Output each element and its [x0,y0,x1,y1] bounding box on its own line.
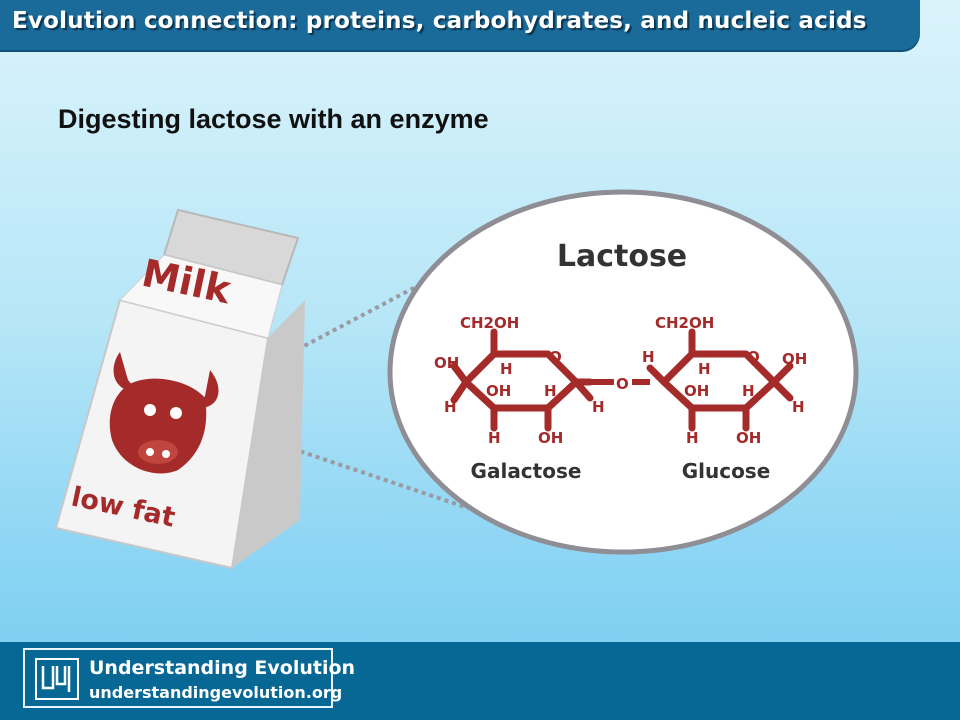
logo-box: Understanding Evolution understandingevo… [23,648,355,708]
glu-h-right-label: H [792,398,805,416]
glu-ring-o-label: O [747,348,760,366]
slide-subtitle: Digesting lactose with an enzyme [58,104,489,134]
glu-ch2oh-label: CH2OH [655,314,714,332]
connector-lower [254,434,469,510]
glu-oh-bottom-label: OH [736,429,761,447]
gal-h-right-label: H [592,398,605,416]
glucose-label: Glucose [682,459,771,483]
gal-h-inner-label: H [544,382,557,400]
molecule-name: Lactose [557,239,687,274]
glycosidic-o-label: O [616,375,629,393]
gal-oh-bottom-label: OH [538,429,563,447]
gal-h-upper-label: H [500,360,513,378]
glucose-ring [646,328,794,432]
footer-url: understandingevolution.org [89,683,343,702]
milk-carton: Milk low fat [54,208,305,570]
cow-icon [109,352,219,474]
gal-h-left-label: H [444,398,457,416]
glu-oh-inner-label: OH [684,382,709,400]
galactose-label: Galactose [471,459,582,483]
glu-h-bottom-label: H [686,429,699,447]
footer: Understanding Evolution understandingevo… [0,642,960,720]
gal-ring-o-label: O [549,348,562,366]
glu-h-inner-label: H [742,382,755,400]
title-bar: Evolution connection: proteins, carbohyd… [0,0,920,50]
carton-shoulder [119,254,283,339]
magnifier-bubble [387,189,859,555]
understanding-evolution-logo-icon [35,658,79,700]
footer-name: Understanding Evolution [89,657,356,679]
galactose-ring [450,328,594,432]
glu-h-upper-label: H [698,360,711,378]
gal-oh-inner-label: OH [486,382,511,400]
gal-ch2oh-label: CH2OH [460,314,519,332]
gal-oh-left-label: OH [434,354,459,372]
slide-title: Evolution connection: proteins, carbohyd… [12,8,867,34]
glu-h-left-label: H [642,348,655,366]
glu-oh-right-label: OH [782,350,807,368]
gal-h-bottom-label: H [488,429,501,447]
carton-side [232,300,305,568]
